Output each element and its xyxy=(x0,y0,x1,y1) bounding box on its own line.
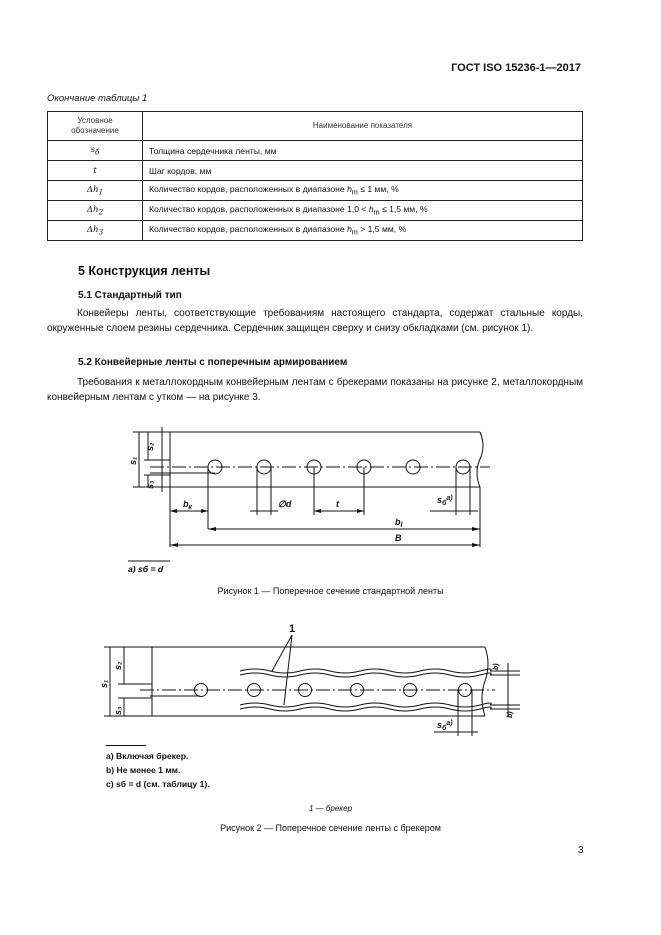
fig1-label-s1: s₁ xyxy=(128,457,138,465)
figure-2-legend: 1 — брекер xyxy=(309,804,352,813)
figure-2-cross-section: 1 s₁ s₂ s₃ b) b) sбa) xyxy=(99,623,520,736)
fig2-label-b-top: b) xyxy=(493,663,500,670)
footnote-divider xyxy=(106,745,146,746)
table-cell-symbol: Δh3 xyxy=(47,220,143,241)
table-header-row: Условное обозначение Наименование показа… xyxy=(47,111,583,141)
column-header-name: Наименование показателя xyxy=(142,111,583,141)
cord-circle xyxy=(350,683,364,697)
table-cell-name: Количество кордов, расположенных в диапа… xyxy=(142,200,583,221)
section-5-2-title: 5.2 Конвейерные ленты с поперечным армир… xyxy=(78,357,348,368)
table-cell-symbol: Δh1 xyxy=(47,180,143,201)
cord-circle xyxy=(403,683,417,697)
section-5-1-title: 5.1 Стандартный тип xyxy=(78,290,182,301)
table-cell-symbol: sб xyxy=(47,140,143,161)
cord-circle xyxy=(405,459,421,475)
fig1-label-sb: sбa) xyxy=(437,495,453,507)
fig1-note: a) sб = d xyxy=(128,564,164,574)
fig2-note-b: b) Не менее 1 мм. xyxy=(106,765,181,775)
fig2-label-sb: sбa) xyxy=(437,720,453,732)
fig2-label-s2: s₂ xyxy=(113,661,123,670)
section-5-2-paragraph: Требования к металлокордным конвейерным … xyxy=(47,377,583,403)
figure-2-caption: Рисунок 2 — Поперечное сечение ленты с б… xyxy=(220,823,441,833)
cord-circle xyxy=(298,683,312,697)
table-row: t Шаг кордов, мм xyxy=(47,160,583,181)
cord-circle xyxy=(247,683,261,697)
table-cell-symbol: Δh2 xyxy=(47,200,143,221)
cord-circle xyxy=(194,683,208,697)
table-cell-name: Шаг кордов, мм xyxy=(142,160,583,181)
table-row: Δh3 Количество кордов, расположенных в д… xyxy=(47,220,583,241)
table-caption: Окончание таблицы 1 xyxy=(47,93,148,104)
fig1-label-t: t xyxy=(336,499,340,509)
table-cell-name: Количество кордов, расположенных в диапа… xyxy=(142,180,583,201)
page-number: 3 xyxy=(578,845,584,856)
figure-1-cross-section: s₁ s₂ s₃ bк ∅d t sбa) bl B a) sб = d xyxy=(128,427,490,574)
table-row: sб Толщина сердечника ленты, мм xyxy=(47,140,583,161)
table-cell-symbol: t xyxy=(47,160,143,181)
fig2-note-a: a) Включая брекер. xyxy=(106,751,189,761)
indicators-table: Условное обозначение Наименование показа… xyxy=(47,111,583,241)
figure-1-caption: Рисунок 1 — Поперечное сечение стандартн… xyxy=(217,586,444,596)
section-5-1-paragraph: Конвейеры ленты, соответствующие требова… xyxy=(47,308,583,334)
fig1-label-s3: s₃ xyxy=(145,480,155,489)
fig1-label-d: ∅d xyxy=(278,499,292,509)
fig1-label-bl: bl xyxy=(395,517,404,529)
table-row: Δh2 Количество кордов, расположенных в д… xyxy=(47,200,583,221)
table-row: Δh1 Количество кордов, расположенных в д… xyxy=(47,180,583,201)
column-header-symbol: Условное обозначение xyxy=(47,111,143,141)
fig1-label-s2: s₂ xyxy=(145,442,155,451)
table-cell-name: Количество кордов, расположенных в диапа… xyxy=(142,220,583,241)
fig2-label-s1: s₁ xyxy=(99,680,109,688)
fig2-label-b-bottom: b) xyxy=(507,711,514,718)
section-5-title: 5 Конструкция ленты xyxy=(78,264,211,278)
fig2-label-s3: s₃ xyxy=(113,706,123,715)
document-standard-header: ГОСТ ISO 15236-1—2017 xyxy=(451,62,581,74)
table-cell-name: Толщина сердечника ленты, мм xyxy=(142,140,583,161)
fig2-callout-1: 1 xyxy=(289,623,295,635)
fig1-label-B: B xyxy=(395,533,402,543)
fig2-note-c: c) sб = d (см. таблицу 1). xyxy=(106,779,210,789)
fig1-label-bk: bк xyxy=(183,499,193,511)
